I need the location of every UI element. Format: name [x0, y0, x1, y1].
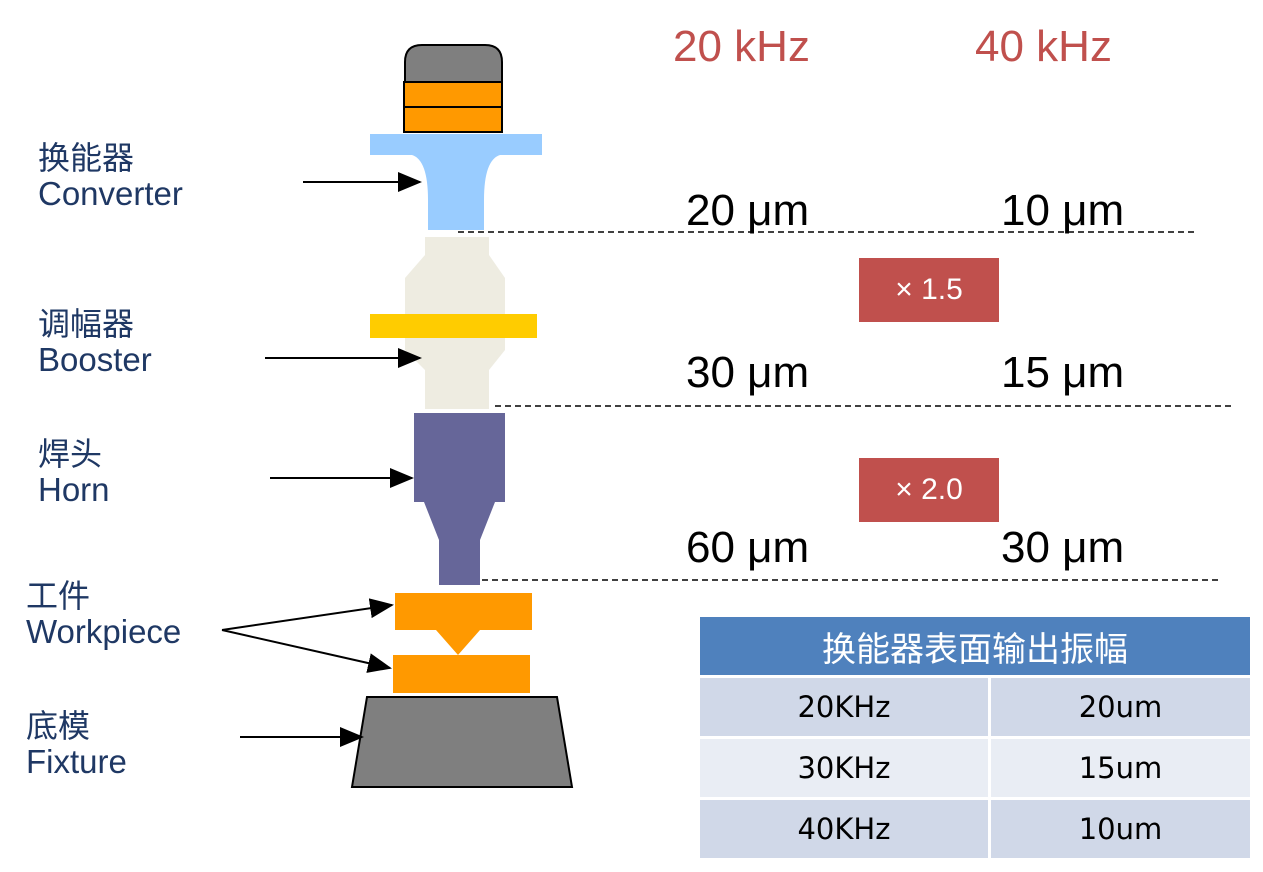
table-cell-frequency: 30KHz — [700, 736, 990, 799]
converter-output-amplitude-table: 换能器表面输出振幅 20KHz 20um 30KHz 15um 40KHz 10… — [700, 617, 1250, 858]
label-workpiece-en: Workpiece — [26, 613, 182, 650]
label-horn: 焊头 Horn — [38, 436, 110, 508]
converter-cap — [404, 44, 503, 83]
frequency-header-20khz: 20 kHz — [673, 22, 810, 71]
label-booster: 调幅器 Booster — [38, 306, 152, 378]
table-cell-amplitude: 15um — [987, 736, 1250, 799]
table-row: 40KHz 10um — [700, 797, 1250, 858]
converter-body — [370, 134, 542, 230]
table-cell-amplitude: 10um — [987, 797, 1250, 858]
workpiece-bottom — [393, 655, 530, 693]
label-fixture: 底模 Fixture — [26, 708, 127, 780]
amplitude-booster-20khz: 30 μm — [686, 348, 810, 397]
amplitude-horn-40khz: 30 μm — [1001, 523, 1125, 572]
horn-gain-badge: × 2.0 — [859, 458, 999, 522]
piezo-ring-1 — [403, 81, 503, 108]
label-converter: 换能器 Converter — [38, 140, 183, 212]
label-booster-en: Booster — [38, 341, 152, 378]
label-converter-en: Converter — [38, 175, 183, 212]
label-fixture-cn: 底模 — [26, 707, 91, 745]
workpiece-top — [395, 593, 532, 655]
table-cell-amplitude: 20um — [987, 675, 1250, 738]
amplitude-horn-20khz: 60 μm — [686, 523, 810, 572]
label-workpiece-cn: 工件 — [26, 577, 91, 615]
workpiece-arrow-bottom — [221, 629, 392, 673]
fixture-body — [350, 696, 574, 788]
label-horn-en: Horn — [38, 471, 110, 508]
booster-ring — [370, 314, 537, 338]
table-title: 换能器表面输出振幅 — [700, 617, 1250, 677]
label-workpiece: 工件 Workpiece — [26, 578, 181, 650]
table-cell-frequency: 40KHz — [700, 797, 990, 858]
booster-gain-badge: × 1.5 — [859, 258, 999, 322]
label-booster-cn: 调幅器 — [38, 305, 135, 343]
table-row: 20KHz 20um — [700, 675, 1250, 738]
label-horn-cn: 焊头 — [38, 435, 103, 473]
table-row: 30KHz 15um — [700, 736, 1250, 799]
amplitude-converter-40khz: 10 μm — [1001, 186, 1125, 235]
table-cell-frequency: 20KHz — [700, 675, 990, 738]
label-fixture-en: Fixture — [26, 743, 127, 780]
label-converter-cn: 换能器 — [38, 139, 135, 177]
piezo-ring-2 — [403, 106, 503, 133]
amplitude-booster-40khz: 15 μm — [1001, 348, 1125, 397]
horn-body — [414, 413, 505, 585]
amplitude-converter-20khz: 20 μm — [686, 186, 810, 235]
workpiece-arrow-top — [221, 598, 394, 631]
frequency-header-40khz: 40 kHz — [975, 22, 1112, 71]
